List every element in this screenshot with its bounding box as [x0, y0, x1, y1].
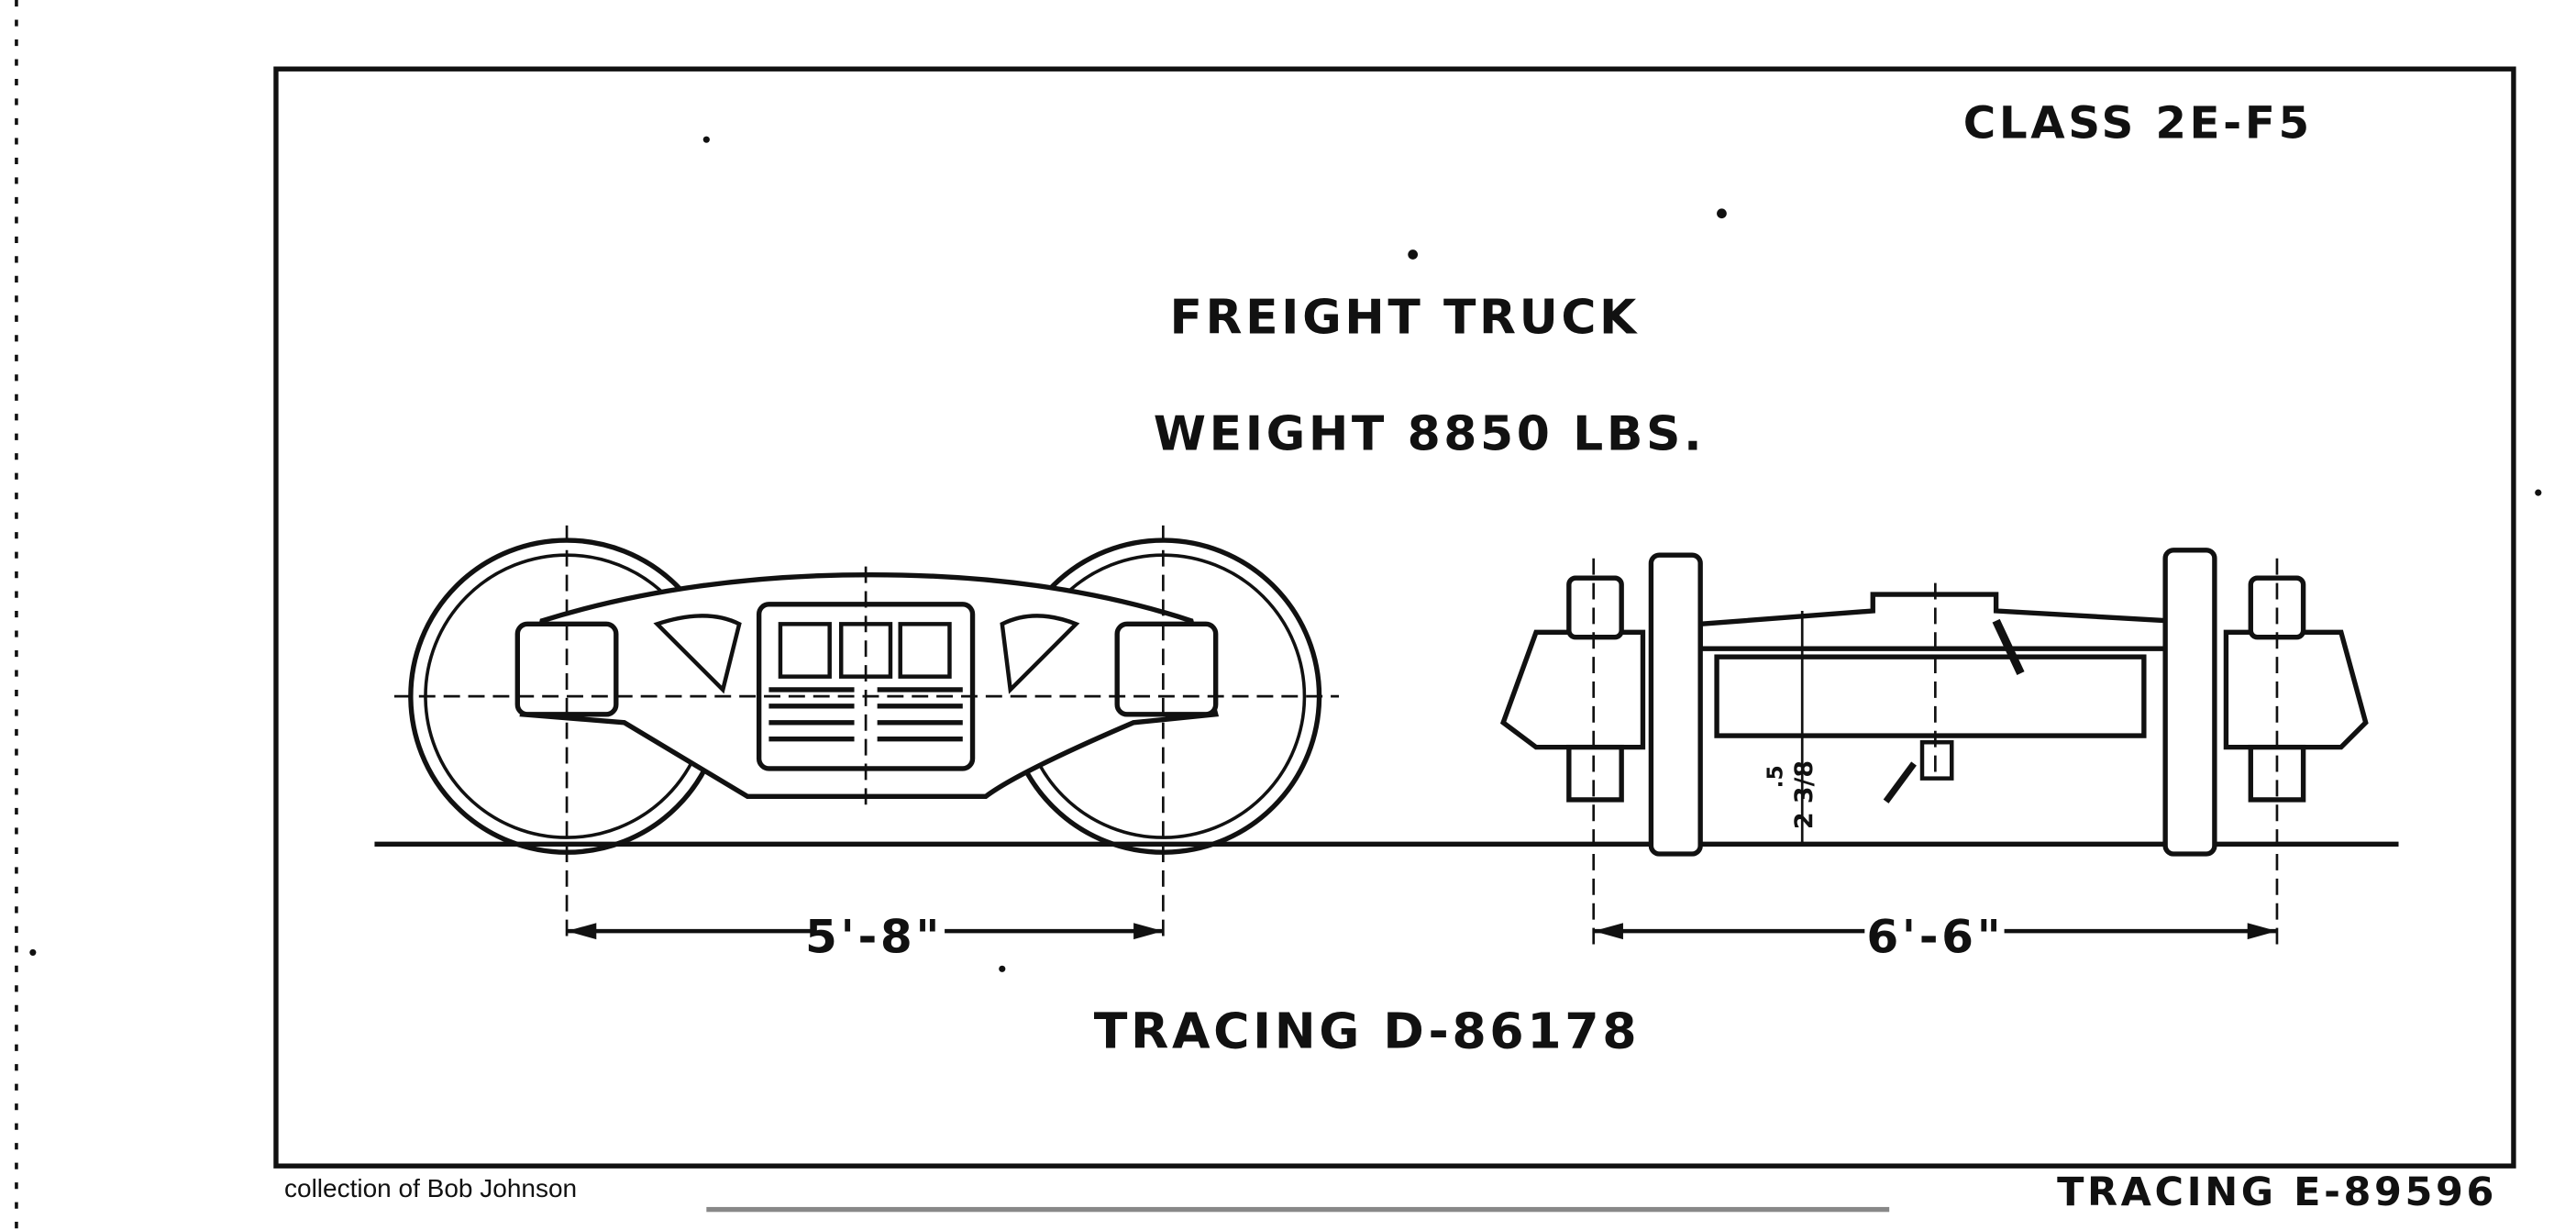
right-journal-box [1114, 621, 1219, 717]
class-label: CLASS 2E-F5 [1963, 97, 2313, 149]
drawing-title: FREIGHT TRUCK [1169, 290, 1639, 345]
axle [1714, 654, 2147, 738]
side-view: 5'-8" [393, 525, 1340, 963]
left-wheel-end [1648, 552, 1703, 857]
tracing-inner-label: TRACING D-86178 [1094, 1002, 1640, 1059]
tracing-outer-label: TRACING E-89596 [2057, 1169, 2497, 1215]
gauge-dimension: 6'-6" [1866, 909, 2004, 963]
weight-label: WEIGHT 8850 LBS. [1154, 407, 1705, 462]
small-dimension: 2 3/8 [1790, 760, 1819, 829]
small-dimension-prefix: .5 [1763, 765, 1788, 788]
drawing-border [273, 66, 2516, 1169]
wheelbase-dimension: 5'-8" [805, 909, 943, 963]
credit-caption: collection of Bob Johnson [284, 1174, 578, 1203]
right-wheel-end [2162, 548, 2217, 857]
scan-noise [29, 136, 2542, 1213]
springs [768, 687, 963, 742]
right-sideframe-end [2223, 629, 2369, 750]
end-view: 2 3/8 .5 6'-6" [1499, 548, 2369, 963]
left-sideframe-end [1499, 629, 1646, 750]
